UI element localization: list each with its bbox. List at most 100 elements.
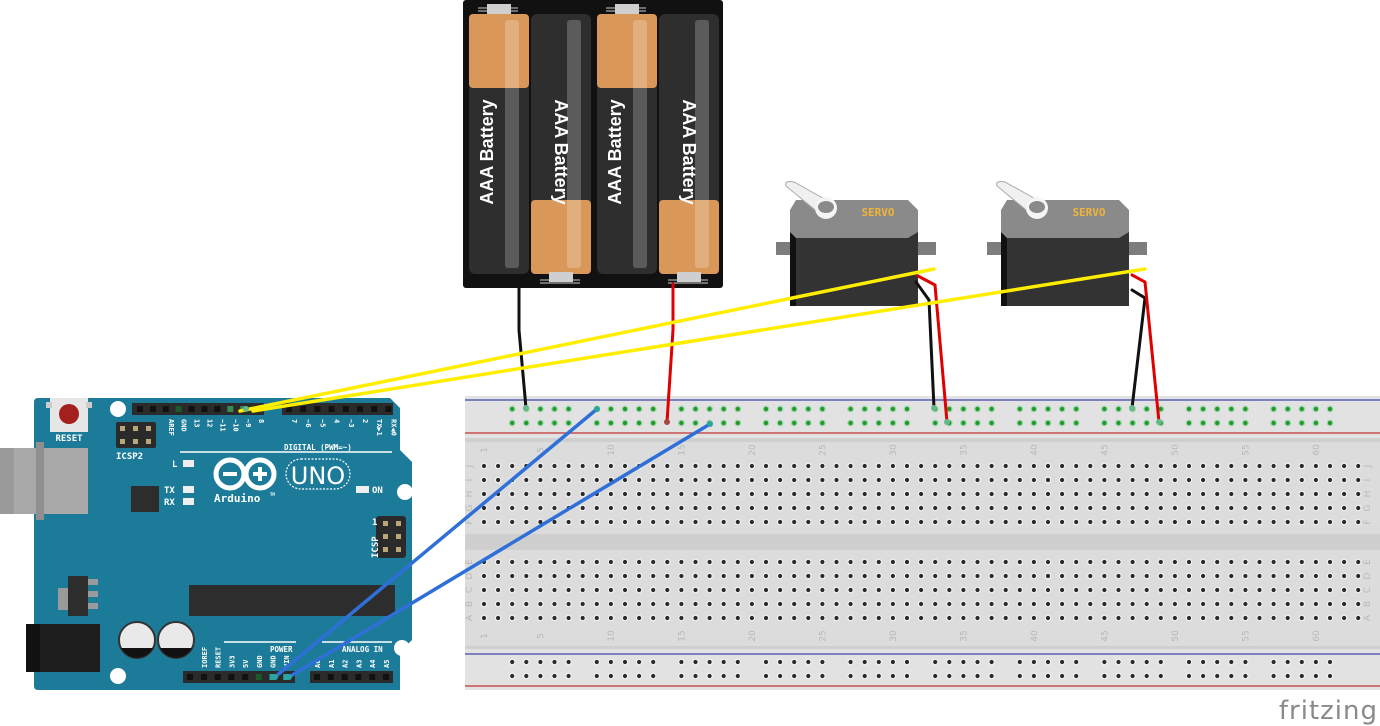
breadboard-hole-center (594, 463, 599, 469)
servo2-power-wire[interactable] (1130, 273, 1161, 424)
breadboard-hole-center (552, 491, 557, 497)
breadboard-hole-center (538, 491, 543, 497)
rail-hole-center (1130, 420, 1135, 426)
power-pin[interactable] (255, 674, 262, 680)
breadboard-hole-center (933, 601, 938, 607)
servo1-power-wire[interactable] (916, 274, 949, 424)
vin-jumper-wire[interactable] (287, 422, 712, 679)
digital-pin[interactable] (175, 406, 182, 412)
digital-pin[interactable] (328, 406, 335, 412)
breadboard-hole-center (1102, 601, 1107, 607)
analog-pin[interactable] (355, 674, 362, 680)
breadboard-hole-center (1045, 573, 1051, 579)
digital-pin[interactable] (286, 406, 292, 412)
digital-pin[interactable] (357, 406, 363, 412)
breadboard-hole-center (820, 587, 825, 593)
breadboard-hole-center (552, 559, 557, 565)
analog-pin[interactable] (314, 674, 320, 680)
servo1-ground-wire[interactable] (914, 280, 936, 410)
power-pin[interactable] (228, 674, 235, 680)
column-number: 10 (607, 444, 617, 456)
breadboard-hole-center (876, 463, 881, 469)
breadboard-hole-center (735, 559, 740, 565)
breadboard-hole-center (763, 573, 769, 579)
digital-pin[interactable] (342, 406, 349, 412)
breadboard-hole-center (820, 491, 825, 497)
digital-pin[interactable] (371, 406, 378, 412)
breadboard-hole-center (989, 615, 994, 621)
breadboard-hole-center (834, 477, 839, 483)
breadboard-hole-center (763, 477, 769, 483)
digital-pin[interactable] (227, 406, 234, 412)
breadboard-hole-center (510, 601, 515, 607)
rail-hole-center (510, 406, 515, 412)
digital-pin[interactable] (214, 406, 221, 412)
analog-pin[interactable] (341, 674, 348, 680)
power-pin[interactable] (187, 674, 193, 680)
breadboard-hole-center (1031, 519, 1036, 525)
breadboard-hole-center (1172, 519, 1177, 525)
battery-label: AAA Battery (679, 99, 699, 204)
digital-pin[interactable] (188, 406, 195, 412)
breadboard-hole-center (1186, 573, 1192, 579)
breadboard-hole-center (524, 559, 529, 565)
gnd-jumper-wire[interactable] (273, 407, 599, 679)
breadboard-hole-center (862, 615, 867, 621)
rail-hole-center (848, 659, 853, 665)
analog-pin-label: A2 (342, 660, 350, 668)
rail-hole-center (989, 406, 994, 412)
breadboard-hole-center (608, 463, 614, 469)
breadboard-hole-center (594, 505, 599, 511)
mounting-hole (110, 668, 126, 684)
breadboard-hole-center (919, 587, 924, 593)
breadboard-hole-center (693, 477, 698, 483)
digital-pin[interactable] (162, 406, 169, 412)
breadboard-hole-center (637, 615, 642, 621)
digital-pin-label: ~9 (244, 419, 252, 427)
servo2-ground-wire[interactable] (1130, 288, 1147, 410)
analog-pin[interactable] (369, 674, 376, 680)
power-pin[interactable] (214, 674, 221, 680)
breadboard-hole-center (1271, 477, 1276, 483)
reset-button-cap[interactable] (59, 404, 79, 424)
power-pin[interactable] (242, 674, 249, 680)
breadboard-hole-center (735, 505, 740, 511)
rail-hole-center (1144, 420, 1149, 426)
breadboard-hole-center (1158, 477, 1163, 483)
breadboard-hole-center (721, 601, 726, 607)
breadboard-hole-center (1102, 477, 1107, 483)
breadboard-hole-center (1201, 477, 1206, 483)
reset-button-leg (46, 402, 52, 408)
breadboard-hole-center (665, 505, 670, 511)
breadboard-hole-center (1285, 573, 1290, 579)
digital-pin[interactable] (385, 406, 392, 412)
power-pin[interactable] (201, 674, 207, 680)
breadboard-hole-center (919, 491, 924, 497)
breadboard-hole-center (820, 615, 825, 621)
digital-pin[interactable] (137, 406, 143, 412)
breadboard-hole-center (1356, 587, 1361, 593)
breadboard-hole-center (1158, 505, 1163, 511)
digital-pin[interactable] (300, 406, 307, 412)
digital-pin[interactable] (150, 406, 156, 412)
led-l (183, 460, 194, 467)
breadboard-hole-center (749, 615, 755, 621)
breadboard-hole-center (904, 559, 910, 565)
digital-pin[interactable] (201, 406, 208, 412)
battery-positive-wire[interactable] (665, 282, 675, 424)
battery-negative-wire[interactable] (517, 282, 528, 410)
servo2-signal-wire[interactable] (251, 267, 1147, 413)
breadboard-hole-center (989, 587, 994, 593)
breadboard-hole-center (1215, 505, 1220, 511)
breadboard-hole-center (778, 519, 783, 525)
reset-button-leg (86, 402, 92, 408)
digital-pin[interactable] (314, 406, 321, 412)
analog-pin[interactable] (383, 674, 389, 680)
breadboard-hole-center (1257, 463, 1262, 469)
servo1-signal-wire[interactable] (238, 267, 936, 413)
analog-pin[interactable] (327, 674, 334, 680)
breadboard-hole-center (1088, 573, 1093, 579)
breadboard-hole-center (580, 505, 585, 511)
